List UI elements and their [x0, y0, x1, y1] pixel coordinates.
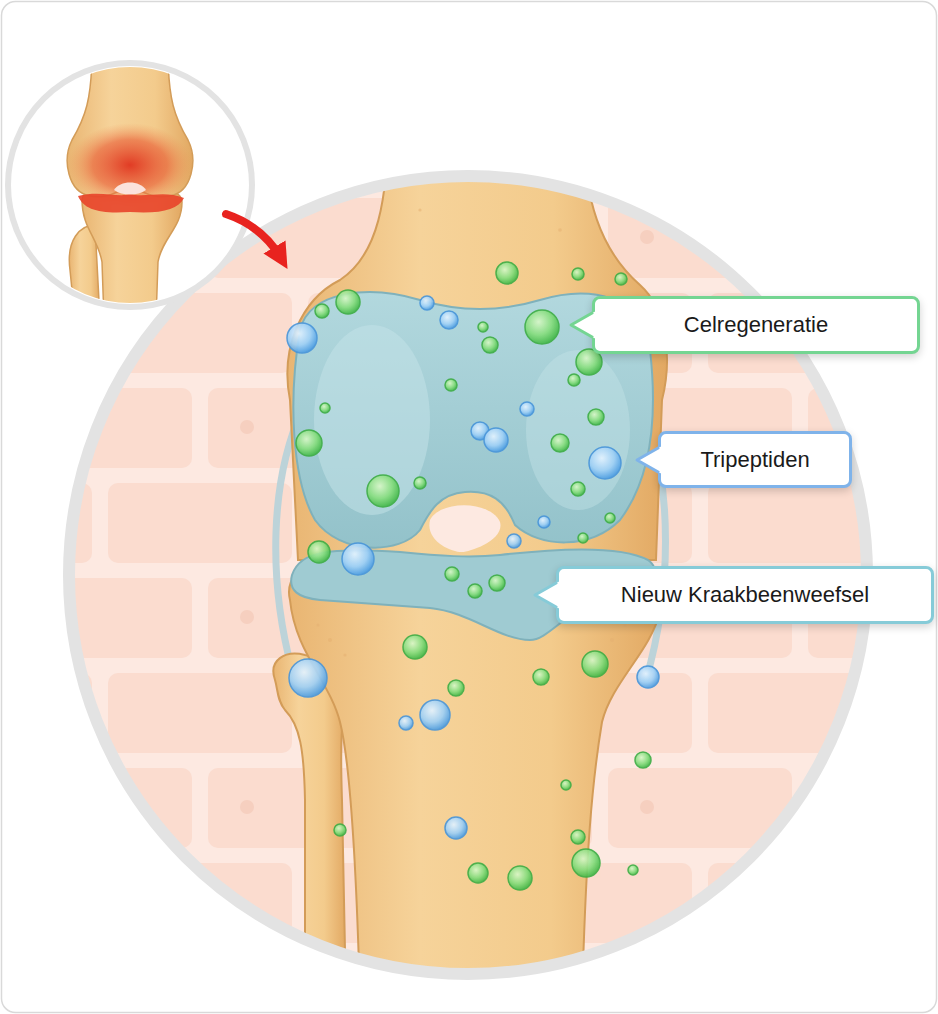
callout-label: Tripeptiden: [700, 447, 809, 473]
blue-bubble: [589, 447, 621, 479]
callout-box: Nieuw Kraakbeenweefsel: [556, 566, 934, 624]
green-bubble: [578, 533, 588, 543]
green-bubble: [320, 403, 330, 413]
inflamed-knee: [67, 50, 192, 320]
green-bubble: [572, 849, 600, 877]
joint-gap: [114, 183, 146, 195]
pointer-outline: [637, 447, 659, 472]
green-bubble: [334, 824, 346, 836]
green-bubble: [336, 290, 360, 314]
green-bubble: [448, 680, 464, 696]
pointer-fill: [637, 446, 663, 474]
pointer-fill: [535, 581, 561, 609]
green-bubble: [367, 475, 399, 507]
green-bubble: [582, 651, 608, 677]
callout-box: Celregeneratie: [592, 296, 920, 354]
blue-bubble: [538, 516, 550, 528]
callout-label: Celregeneratie: [684, 312, 828, 338]
green-bubble: [489, 575, 505, 591]
blue-bubble: [289, 659, 327, 697]
blue-bubble: [520, 402, 534, 416]
blue-bubble: [507, 534, 521, 548]
inflamed-joint: [78, 194, 184, 213]
green-bubble: [308, 541, 330, 563]
blue-bubble: [342, 543, 374, 575]
condyle-highlight: [314, 325, 430, 515]
blue-bubble: [287, 323, 317, 353]
blue-bubble: [445, 817, 467, 839]
blue-bubble: [440, 311, 458, 329]
green-bubble: [482, 337, 498, 353]
blue-bubble: [399, 716, 413, 730]
knee-joint: [273, 120, 667, 1000]
zoom-arrow: [226, 214, 281, 258]
green-bubble: [628, 865, 638, 875]
green-bubble: [403, 635, 427, 659]
green-bubble: [496, 262, 518, 284]
callout-pointer: [635, 445, 661, 475]
callout-label: Nieuw Kraakbeenweefsel: [621, 582, 869, 608]
pointer-outline: [571, 313, 593, 338]
green-bubble: [296, 430, 322, 456]
green-bubble: [588, 409, 604, 425]
blue-bubble: [420, 296, 434, 310]
green-bubble: [468, 863, 488, 883]
blue-bubble: [637, 666, 659, 688]
green-bubble: [533, 669, 549, 685]
green-bubble: [635, 752, 651, 768]
green-bubble: [571, 830, 585, 844]
green-bubble: [615, 273, 627, 285]
green-bubble: [445, 379, 457, 391]
green-bubble: [414, 477, 426, 489]
green-bubble: [605, 513, 615, 523]
green-bubble: [478, 322, 488, 332]
green-bubble: [525, 310, 559, 344]
green-bubble: [571, 482, 585, 496]
green-bubble: [315, 304, 329, 318]
pointer-outline: [535, 583, 557, 608]
green-bubble: [468, 584, 482, 598]
callout-pointer: [533, 580, 559, 610]
blue-bubble: [420, 700, 450, 730]
condyle-highlight: [526, 350, 630, 510]
pointer-fill: [571, 311, 597, 339]
callout-pointer: [569, 310, 595, 340]
callout-box: Tripeptiden: [658, 431, 852, 488]
intercondylar-notch: [429, 505, 500, 552]
green-bubble: [561, 780, 571, 790]
green-bubble: [568, 374, 580, 386]
green-bubble: [551, 434, 569, 452]
green-bubble: [572, 268, 584, 280]
blue-bubble: [484, 428, 508, 452]
green-bubble: [508, 866, 532, 890]
green-bubble: [445, 567, 459, 581]
